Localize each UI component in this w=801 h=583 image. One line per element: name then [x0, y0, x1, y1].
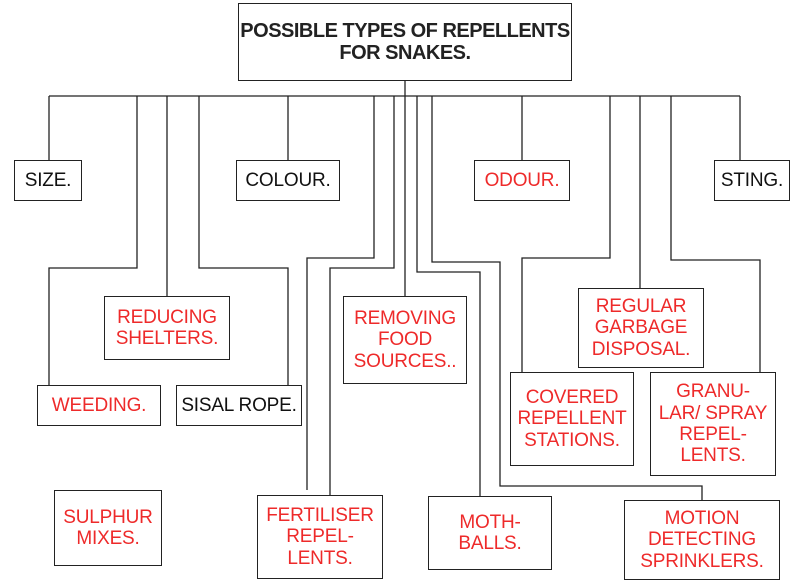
connector-moth-balls [416, 96, 481, 496]
node-weeding: WEEDING. [37, 385, 161, 426]
node-fertiliser-repellents: FERTILISER REPEL- LENTS. [257, 495, 383, 579]
node-odour: ODOUR. [474, 160, 570, 201]
node-moth-balls: MOTH- BALLS. [428, 496, 552, 570]
node-reducing-shelters: REDUCING SHELTERS. [104, 296, 230, 360]
node-sisal-rope: SISAL ROPE. [176, 385, 302, 426]
node-colour: COLOUR. [236, 160, 340, 201]
root-node: POSSIBLE TYPES OF REPELLENTS FOR SNAKES. [238, 3, 572, 81]
connector-sisal-rope [198, 96, 289, 385]
connector-fertiliser-repellents [329, 96, 395, 495]
connector-weeding [48, 96, 138, 385]
node-size: SIZE. [14, 160, 82, 201]
connector-covered-stations [521, 96, 611, 372]
node-regular-garbage-disposal: REGULAR GARBAGE DISPOSAL. [578, 288, 704, 368]
node-sting: STING. [714, 160, 790, 201]
connector-sulphur-mixes [306, 96, 375, 490]
node-sulphur-mixes: SULPHUR MIXES. [54, 490, 162, 566]
node-removing-food-sources: REMOVING FOOD SOURCES.. [343, 296, 467, 384]
node-granular-spray-repellents: GRANU- LAR/ SPRAY REPEL- LENTS. [650, 372, 776, 476]
connector-granular-repellents [670, 96, 761, 372]
node-motion-detecting-sprinklers: MOTION DETECTING SPRINKLERS. [624, 500, 780, 580]
connector-motion-sprinklers [431, 96, 703, 500]
node-covered-repellent-stations: COVERED REPELLENT STATIONS. [510, 372, 634, 466]
